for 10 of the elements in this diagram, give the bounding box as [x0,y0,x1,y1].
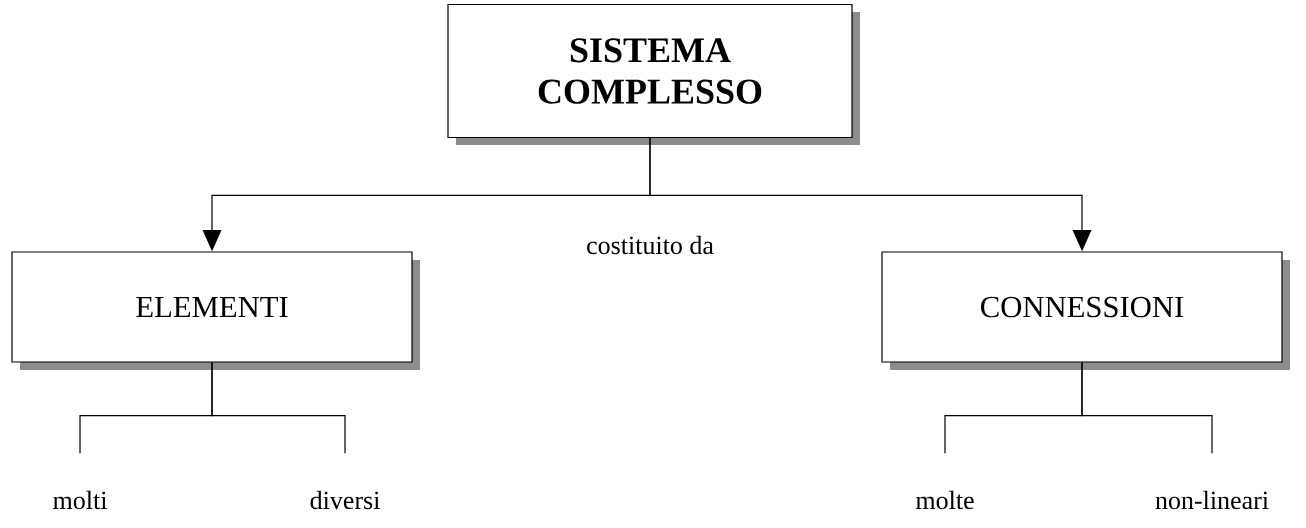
edge-label: costituito da [583,233,717,257]
branch-text: molte [915,490,974,510]
shadowed-box: SISTEMA COMPLESSO [447,3,860,145]
branch-text: non-lineari [1155,490,1269,510]
connector [211,362,346,454]
shadowed-box: ELEMENTI [11,251,420,370]
connector [1081,362,1213,454]
shadowed-box: CONNESSIONI [881,251,1290,370]
branch-text: molti [53,490,107,510]
branch-text: diversi [310,490,380,510]
